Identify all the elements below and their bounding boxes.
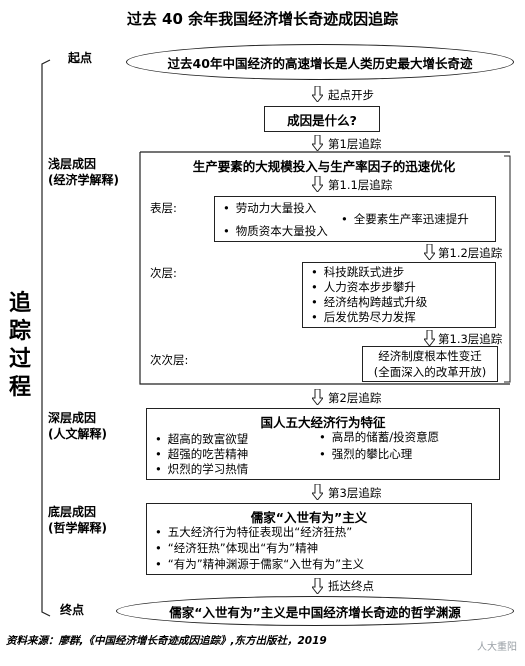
level2-label: 次层:	[150, 266, 177, 280]
arrow-label-end: 抵达终点	[328, 579, 374, 593]
list-item: 超高的致富欲望	[155, 431, 249, 447]
row-label-bottom: 底层成因	[48, 505, 97, 519]
start-oval: 过去40年中国经济的高速增长是人类历史最大增长奇迹	[126, 44, 514, 80]
level1-box: 劳动力大量投入 全要素生产率迅速提升 物质资本大量投入	[214, 196, 496, 242]
row-label-end: 终点	[60, 603, 85, 617]
down-arrow-icon	[312, 389, 323, 405]
list-item: 炽烈的学习热情	[155, 461, 249, 477]
level3-label: 次次层:	[150, 353, 189, 367]
down-arrow-icon	[424, 330, 435, 346]
down-arrow-icon	[312, 484, 323, 500]
level1-label: 表层:	[150, 201, 177, 215]
arrow-label-layer1: 第1层追踪	[328, 137, 382, 151]
list-item: “有为”精神渊源于儒家“入世有为”主义	[155, 556, 364, 572]
end-oval: 儒家“入世有为”主义是中国经济增长奇迹的哲学渊源	[116, 596, 514, 626]
deep-header: 国人五大经济行为特征	[260, 415, 386, 430]
question-box-text: 成因是什么?	[287, 112, 357, 128]
list-item: 全要素生产率迅速提升	[341, 211, 469, 227]
list-item: 强烈的攀比心理	[319, 446, 413, 462]
list-item: “经济狂热”体现出“有为”精神	[155, 540, 318, 556]
row-label-start: 起点	[68, 51, 93, 65]
down-arrow-icon	[312, 176, 323, 192]
list-item: 超强的吃苦精神	[155, 446, 249, 462]
list-item: 五大经济行为特征表现出“经济狂热”	[155, 524, 352, 540]
down-arrow-icon	[312, 135, 323, 151]
row-label-deep-sub: (人文解释)	[48, 427, 107, 441]
level2-box: 科技跳跃式进步 人力资本步步攀升 经济结构跨越式升级 后发优势尽力发挥	[302, 262, 496, 328]
arrow-label-layer1-1: 第1.1层追踪	[328, 178, 393, 192]
list-item: 物质资本大量投入	[223, 223, 328, 239]
side-label: 追踪过程	[8, 291, 31, 400]
arrow-label-layer3: 第3层追踪	[328, 486, 382, 500]
level3-item: (全面深入的改革开放)	[373, 365, 487, 379]
bottom-box: 儒家“入世有为”主义 五大经济行为特征表现出“经济狂热” “经济狂热”体现出“有…	[146, 503, 472, 575]
down-arrow-icon	[424, 244, 435, 260]
page-title: 过去 40 余年我国经济增长奇迹成因追踪	[126, 10, 399, 28]
arrow-label-layer2: 第2层追踪	[328, 391, 382, 405]
start-oval-text: 过去40年中国经济的高速增长是人类历史最大增长奇迹	[167, 55, 473, 71]
down-arrow-icon	[312, 578, 323, 594]
list-item: 经济结构跨越式升级	[311, 294, 428, 310]
watermark: 人大重阳	[477, 642, 517, 653]
arrow-label-layer1-2: 第1.2层追踪	[438, 246, 503, 260]
list-item: 后发优势尽力发挥	[311, 309, 416, 325]
row-label-shallow-sub: (经济学解释)	[48, 173, 119, 187]
deep-box: 国人五大经济行为特征 超高的致富欲望 超强的吃苦精神 炽烈的学习热情 高昂的储蓄…	[146, 408, 500, 480]
list-item: 劳动力大量投入	[223, 200, 317, 216]
end-oval-text: 儒家“入世有为”主义是中国经济增长奇迹的哲学渊源	[169, 604, 461, 620]
row-label-bottom-sub: (哲学解释)	[48, 521, 107, 535]
list-item: 人力资本步步攀升	[311, 279, 416, 295]
shallow-header: 生产要素的大规模投入与生产率因子的迅速优化	[192, 159, 456, 174]
source-footer: 资料来源：廖群,《中国经济增长奇迹成因追踪》,东方出版社，2019	[6, 635, 327, 647]
level3-box: 经济制度根本性变迁 (全面深入的改革开放)	[362, 346, 498, 382]
arrow-label-start: 起点开步	[328, 88, 374, 102]
down-arrow-icon	[312, 86, 323, 102]
list-item: 科技跳跃式进步	[311, 264, 405, 280]
row-label-shallow: 浅层成因	[48, 157, 97, 171]
row-label-deep: 深层成因	[48, 411, 97, 425]
list-item: 高昂的储蓄/投资意愿	[319, 429, 439, 445]
arrow-label-layer1-3: 第1.3层追踪	[438, 332, 503, 346]
bottom-header: 儒家“入世有为”主义	[250, 510, 368, 525]
level3-item: 经济制度根本性变迁	[378, 349, 482, 363]
question-box: 成因是什么?	[264, 106, 380, 132]
